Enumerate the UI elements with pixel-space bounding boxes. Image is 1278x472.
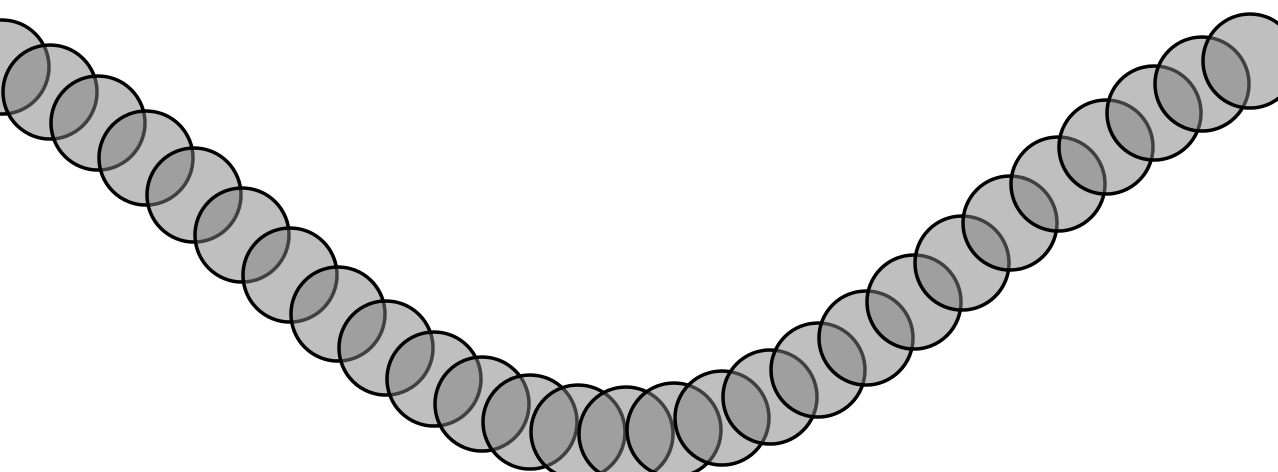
circle-chain bbox=[0, 12, 1278, 472]
chain-circle-27 bbox=[1201, 12, 1278, 110]
